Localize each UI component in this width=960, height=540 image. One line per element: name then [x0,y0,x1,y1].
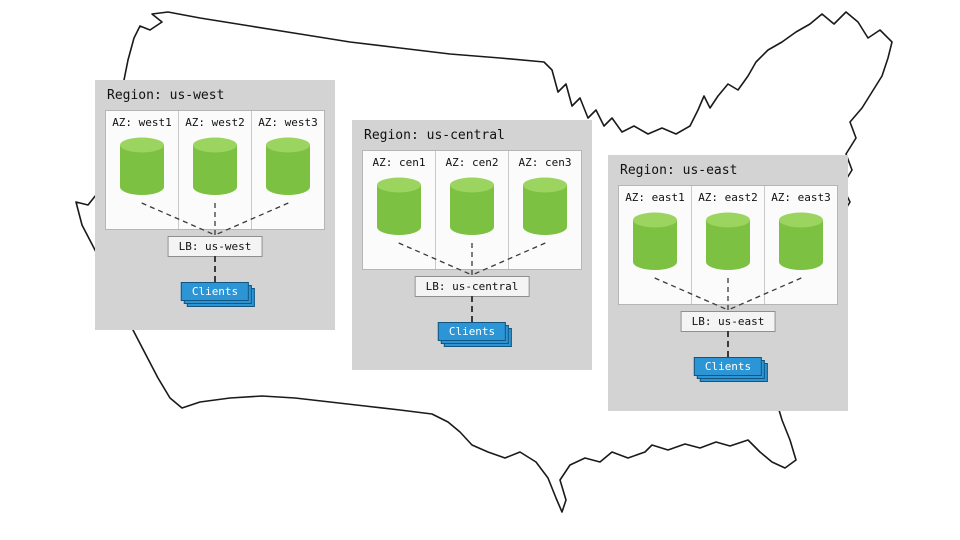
database-cylinder-icon [633,212,677,270]
lb-to-clients-connector [214,256,216,282]
database-cylinder-icon [120,137,164,195]
clients-label: Clients [180,282,250,301]
az-to-lb-connectors [141,202,289,236]
az-zone: AZ: cen1 [363,151,436,269]
clients-node: Clients [693,357,769,382]
az-label: AZ: cen2 [445,156,499,169]
az-zone: AZ: east3 [765,186,837,304]
clients-label: Clients [693,357,763,376]
database-cylinder-icon [450,177,494,235]
az-label: AZ: east2 [698,191,758,204]
clients-node: Clients [180,282,256,307]
az-panel: AZ: cen1 AZ: cen2 AZ: cen3 [362,150,582,270]
region-title: Region: us-east [620,163,738,178]
az-zone: AZ: east1 [619,186,692,304]
clients-node: Clients [437,322,513,347]
az-zone: AZ: cen2 [436,151,509,269]
region-title: Region: us-west [107,88,225,103]
az-panel: AZ: east1 AZ: east2 AZ: east3 [618,185,838,305]
database-cylinder-icon [779,212,823,270]
az-to-lb-connectors [654,277,802,311]
az-zone: AZ: east2 [692,186,765,304]
lb-to-clients-connector [471,296,473,322]
region-title: Region: us-central [364,128,505,143]
az-label: AZ: west3 [258,116,318,129]
az-label: AZ: east1 [625,191,685,204]
load-balancer: LB: us-west [167,236,263,257]
az-zone: AZ: west3 [252,111,324,229]
region-us-east: Region: us-east AZ: east1 AZ: east2 AZ: … [608,155,848,411]
az-label: AZ: cen3 [518,156,572,169]
az-label: AZ: west2 [185,116,245,129]
load-balancer: LB: us-east [680,311,776,332]
az-to-lb-connectors [398,242,546,276]
database-cylinder-icon [377,177,421,235]
region-us-west: Region: us-west AZ: west1 AZ: west2 AZ: … [95,80,335,330]
az-zone: AZ: cen3 [509,151,581,269]
region-us-central: Region: us-central AZ: cen1 AZ: cen2 AZ:… [352,120,592,370]
database-cylinder-icon [193,137,237,195]
database-cylinder-icon [523,177,567,235]
az-panel: AZ: west1 AZ: west2 AZ: west3 [105,110,325,230]
az-zone: AZ: west1 [106,111,179,229]
az-zone: AZ: west2 [179,111,252,229]
database-cylinder-icon [706,212,750,270]
load-balancer: LB: us-central [414,276,530,297]
az-label: AZ: west1 [112,116,172,129]
clients-label: Clients [437,322,507,341]
az-label: AZ: cen1 [372,156,426,169]
lb-to-clients-connector [727,331,729,357]
az-label: AZ: east3 [771,191,831,204]
database-cylinder-icon [266,137,310,195]
